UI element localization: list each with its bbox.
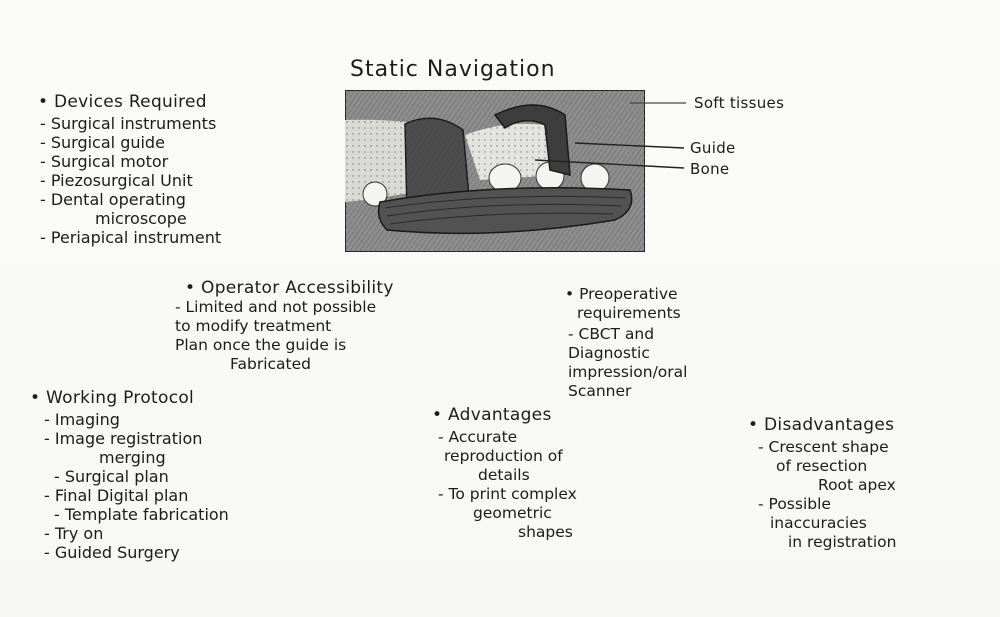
devices-item: - Dental operating xyxy=(40,190,221,209)
disadvantages-line: inaccuracies xyxy=(758,514,897,533)
protocol-item: - Guided Surgery xyxy=(44,543,219,562)
devices-heading: • Devices Required xyxy=(38,92,207,112)
advantages-text: - Accurate reproduction of details - To … xyxy=(438,428,577,542)
advantages-heading: • Advantages xyxy=(432,405,552,425)
operator-line: Plan once the guide is xyxy=(175,336,376,355)
advantages-line: geometric xyxy=(438,504,577,523)
protocol-item: - Final Digital plan xyxy=(44,486,219,505)
disadvantages-line: Root apex xyxy=(758,476,897,495)
protocol-item: - Image registration xyxy=(44,429,219,448)
operator-line: - Limited and not possible xyxy=(175,298,376,317)
protocol-item: merging xyxy=(99,448,274,467)
devices-item: - Surgical motor xyxy=(40,152,221,171)
page-title: Static Navigation xyxy=(350,60,556,80)
advantages-line: details xyxy=(438,466,577,485)
devices-item: - Periapical instrument xyxy=(40,228,221,247)
devices-item: - Surgical instruments xyxy=(40,114,221,133)
devices-item: - Piezosurgical Unit xyxy=(40,171,221,190)
operator-line: Fabricated xyxy=(175,355,376,374)
disadvantages-heading: • Disadvantages xyxy=(748,415,894,435)
preoperative-text: - CBCT and Diagnostic impression/oral Sc… xyxy=(568,325,687,401)
preoperative-line: Diagnostic xyxy=(568,344,687,363)
label-bone: Bone xyxy=(690,159,729,179)
disadvantages-text: - Crescent shape of resection Root apex … xyxy=(758,438,897,552)
protocol-item: - Template fabrication xyxy=(54,505,229,524)
label-soft-tissues: Soft tissues xyxy=(694,93,784,113)
disadvantages-line: of resection xyxy=(758,457,897,476)
devices-item: - Surgical guide xyxy=(40,133,221,152)
advantages-line: - Accurate xyxy=(438,428,577,447)
devices-list: - Surgical instruments - Surgical guide … xyxy=(40,114,221,247)
advantages-line: - To print complex xyxy=(438,485,577,504)
label-guide: Guide xyxy=(690,138,736,158)
advantages-line: reproduction of xyxy=(438,447,577,466)
protocol-item: - Try on xyxy=(44,524,219,543)
protocol-item: - Surgical plan xyxy=(54,467,229,486)
static-guide-sketch xyxy=(345,90,645,252)
operator-text: - Limited and not possible to modify tre… xyxy=(175,298,376,374)
preoperative-heading-line: requirements xyxy=(565,304,681,323)
preoperative-line: impression/oral xyxy=(568,363,687,382)
operator-line: to modify treatment xyxy=(175,317,376,336)
disadvantages-line: in registration xyxy=(758,533,897,552)
disadvantages-line: - Possible xyxy=(758,495,897,514)
protocol-heading: • Working Protocol xyxy=(30,388,194,408)
devices-item: microscope xyxy=(95,209,276,228)
preoperative-heading: • Preoperative requirements xyxy=(565,285,681,323)
preoperative-heading-line: • Preoperative xyxy=(565,285,681,304)
preoperative-line: - CBCT and xyxy=(568,325,687,344)
operator-heading: • Operator Accessibility xyxy=(185,278,394,298)
protocol-item: - Imaging xyxy=(44,410,219,429)
disadvantages-line: - Crescent shape xyxy=(758,438,897,457)
preoperative-line: Scanner xyxy=(568,382,687,401)
advantages-line: shapes xyxy=(438,523,577,542)
protocol-list: - Imaging - Image registration merging -… xyxy=(44,410,219,562)
